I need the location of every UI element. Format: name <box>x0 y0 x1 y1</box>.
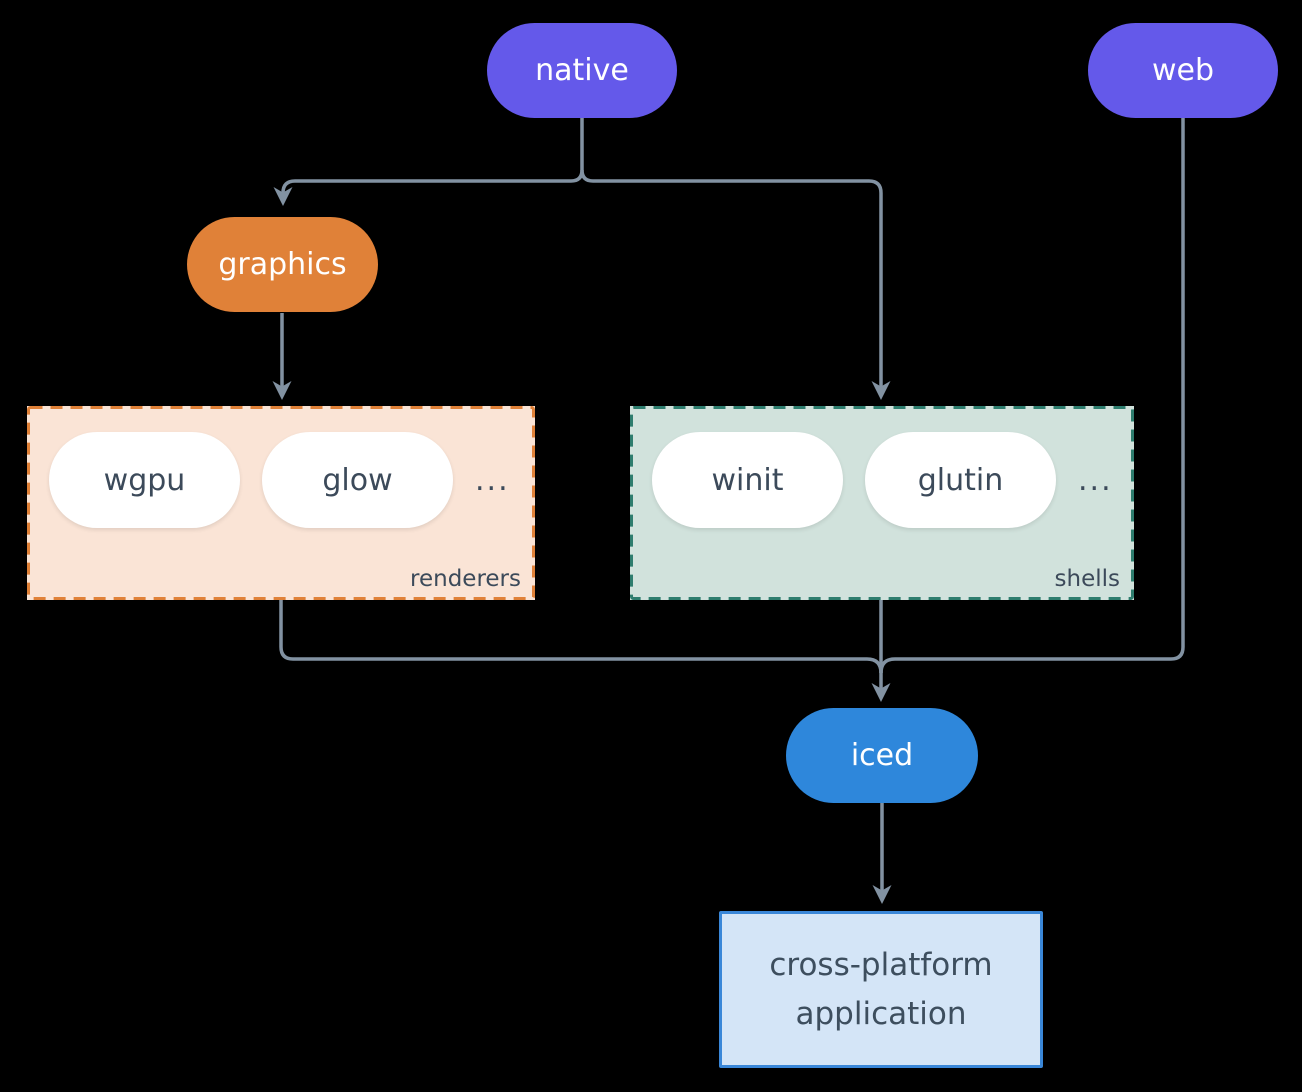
node-web: web <box>1088 23 1278 118</box>
arrowhead-into-renderers <box>272 381 292 400</box>
pill-glutin: glutin <box>865 432 1056 528</box>
arrowhead-into-graphics <box>273 187 293 206</box>
pill-winit-label: winit <box>711 462 784 498</box>
shells-ellipsis: ... <box>1078 462 1113 498</box>
arrowhead-into-iced <box>871 683 891 702</box>
renderers-row: wgpu glow ... <box>49 432 510 528</box>
node-graphics-label: graphics <box>218 247 347 282</box>
arrowhead-into-shells <box>871 381 891 400</box>
pill-glutin-label: glutin <box>917 462 1004 498</box>
edge-native-to-graphics <box>281 118 584 195</box>
pill-wgpu-label: wgpu <box>103 462 186 498</box>
pill-wgpu: wgpu <box>49 432 240 528</box>
node-iced: iced <box>786 708 978 803</box>
shells-row: winit glutin ... <box>652 432 1113 528</box>
application-label-line1: cross-platform <box>769 947 993 984</box>
node-native: native <box>487 23 677 118</box>
shells-group-label: shells <box>1054 566 1120 592</box>
node-application: cross-platform application <box>719 911 1043 1068</box>
renderers-group-label: renderers <box>410 566 521 592</box>
node-native-label: native <box>535 53 629 88</box>
arrowhead-into-application <box>872 885 892 904</box>
pill-glow: glow <box>262 432 453 528</box>
renderers-ellipsis: ... <box>475 462 510 498</box>
group-shells: winit glutin ... shells <box>630 406 1134 600</box>
node-graphics: graphics <box>187 217 378 312</box>
application-label-line2: application <box>795 995 967 1032</box>
edge-renderers-to-junction <box>279 600 883 674</box>
group-renderers: wgpu glow ... renderers <box>27 406 535 600</box>
node-web-label: web <box>1151 53 1215 88</box>
pill-glow-label: glow <box>322 462 393 498</box>
edge-native-to-shells <box>580 169 883 388</box>
node-iced-label: iced <box>850 738 914 773</box>
pill-winit: winit <box>652 432 843 528</box>
